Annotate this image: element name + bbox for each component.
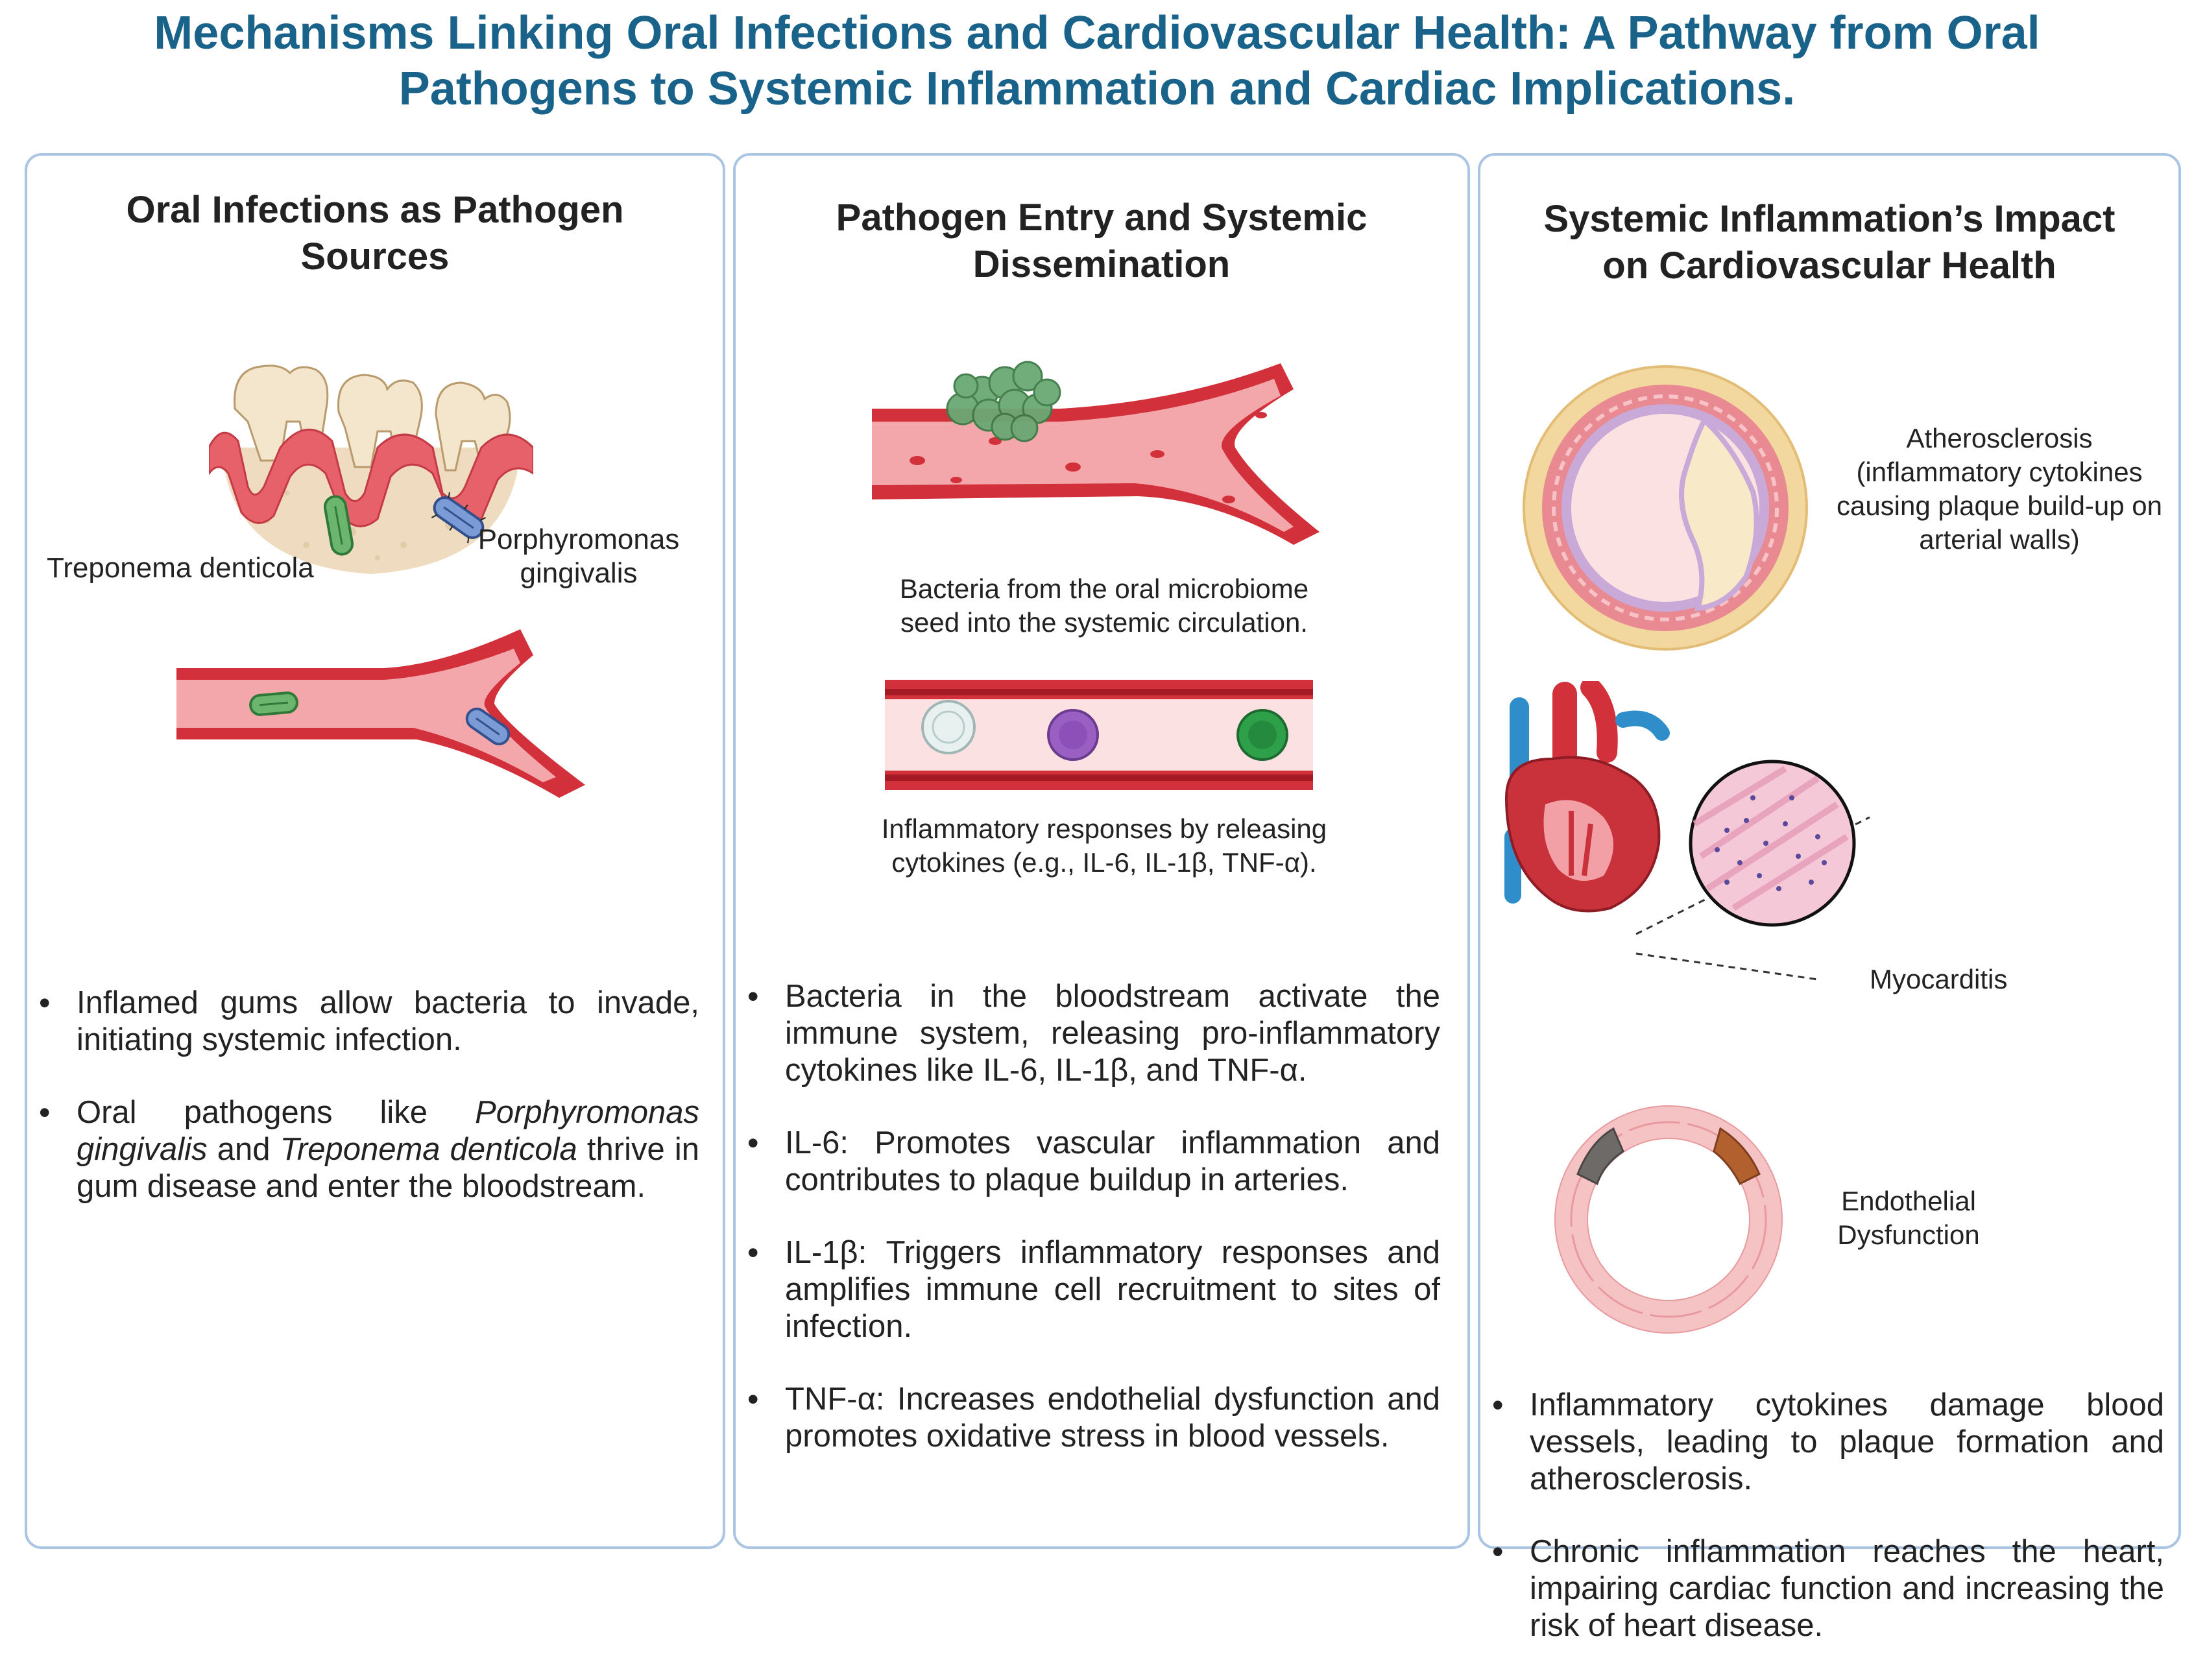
panel2-bullet-1: Bacteria in the bloodstream activate the… <box>745 978 1440 1089</box>
main-title-line1: Mechanisms Linking Oral Infections and C… <box>154 7 2040 59</box>
caption-inflammatory-responses: Inflammatory responses by releasing cyto… <box>775 812 1434 880</box>
panel2-bullet-2: IL-6: Promotes vascular inflammation and… <box>745 1125 1440 1199</box>
caption-inflammatory-line2: cytokines (e.g., IL-6, IL-1β, TNF-α). <box>891 847 1317 878</box>
panel1-bullet-2-part3: thrive in gum disease and enter the bloo… <box>77 1132 699 1204</box>
label-atherosclerosis-line4: arterial walls) <box>1919 524 2080 555</box>
panel2-bullet-3: IL-1β: Triggers inflammatory responses a… <box>745 1234 1440 1345</box>
caption-inflammatory-line1: Inflammatory responses by releasing <box>881 813 1327 844</box>
panel3-heading-line1: Systemic Inflammation’s Impact <box>1543 198 2116 240</box>
panel1-bullet-2-part1: Oral pathogens like <box>77 1095 428 1130</box>
panel2-bullet-list: Bacteria in the bloodstream activate the… <box>745 978 1440 1491</box>
label-endothelial-dysfunction: Endothelial Dysfunction <box>1792 1184 2025 1252</box>
main-title: Mechanisms Linking Oral Infections and C… <box>52 5 2142 117</box>
panel-cardiovascular-impact: Systemic Inflammation’s Impact on Cardio… <box>1478 153 2181 1643</box>
label-myocarditis: Myocarditis <box>1870 964 2008 994</box>
panel1-bullet-2-italic2: Treponema denticola <box>280 1132 577 1167</box>
panel1-bullet-list: Inflamed gums allow bacteria to invade, … <box>36 985 699 1241</box>
teeth-gum-illustration <box>209 365 533 574</box>
label-porphyromonas-line2: gingivalis <box>520 557 638 589</box>
panel2-bullet-4: TNF-α: Increases endothelial dysfunction… <box>745 1381 1440 1455</box>
panel3-heading-line2: on Cardiovascular Health <box>1602 245 2056 287</box>
caption-bacteria-seed: Bacteria from the oral microbiome seed i… <box>775 572 1434 640</box>
panel1-bullet-2-italic1: Porphyromonas gingivalis <box>77 1095 699 1167</box>
label-atherosclerosis-line2: (inflammatory cytokines <box>1856 457 2143 487</box>
panel1-heading-line2: Sources <box>300 235 450 278</box>
panel1-heading-line1: Oral Infections as Pathogen <box>126 189 624 231</box>
panel1-bullet-2-part2: and <box>217 1132 271 1167</box>
myocardium-tissue-illustration <box>1689 760 1856 927</box>
label-porphyromonas: Porphyromonas gingivalis <box>462 523 695 590</box>
heart-illustration <box>1504 681 1670 913</box>
panel3-bullet-1: Inflammatory cytokines damage blood vess… <box>1489 1387 2164 1498</box>
panel-pathogen-entry: Pathogen Entry and Systemic Disseminatio… <box>733 153 1470 1549</box>
panel3-bullet-list: Inflammatory cytokines damage blood vess… <box>1489 1387 2164 1680</box>
panel1-bullet-1: Inflamed gums allow bacteria to invade, … <box>36 985 699 1059</box>
panel3-bullet-2: Chronic inflammation reaches the heart, … <box>1489 1533 2164 1644</box>
label-atherosclerosis: Atherosclerosis (inflammatory cytokines … <box>1818 422 2181 557</box>
panel3-heading: Systemic Inflammation’s Impact on Cardio… <box>1493 196 2165 289</box>
label-endothelial-line2: Dysfunction <box>1837 1219 1980 1250</box>
label-atherosclerosis-line3: causing plaque build-up on <box>1836 490 2163 521</box>
panel-oral-infections: Oral Infections as Pathogen Sources <box>25 153 725 1549</box>
panel2-heading: Pathogen Entry and Systemic Disseminatio… <box>749 195 1454 288</box>
blood-vessel-bacteria-illustration <box>176 629 585 798</box>
label-atherosclerosis-line1: Atherosclerosis <box>1906 423 2093 453</box>
label-treponema: Treponema denticola <box>47 552 314 584</box>
vessel-immune-cells-illustration <box>885 680 1313 790</box>
caption-bacteria-seed-line1: Bacteria from the oral microbiome <box>899 573 1309 604</box>
panel2-heading-line2: Dissemination <box>972 243 1231 285</box>
caption-bacteria-seed-line2: seed into the systemic circulation. <box>900 607 1308 638</box>
panel2-heading-line1: Pathogen Entry and Systemic <box>836 197 1368 239</box>
artery-cross-section-illustration <box>1523 365 1808 651</box>
label-endothelial-line1: Endothelial <box>1841 1186 1976 1216</box>
vessel-bacterial-cluster-illustration <box>872 361 1320 545</box>
panel1-heading: Oral Infections as Pathogen Sources <box>40 187 710 280</box>
endothelial-ring-illustration <box>1554 1105 1783 1334</box>
panel1-bullet-2: Oral pathogens like Porphyromonas gingiv… <box>36 1094 699 1205</box>
label-porphyromonas-line1: Porphyromonas <box>477 523 680 555</box>
main-title-line2: Pathogens to Systemic Inflammation and C… <box>398 63 1796 115</box>
